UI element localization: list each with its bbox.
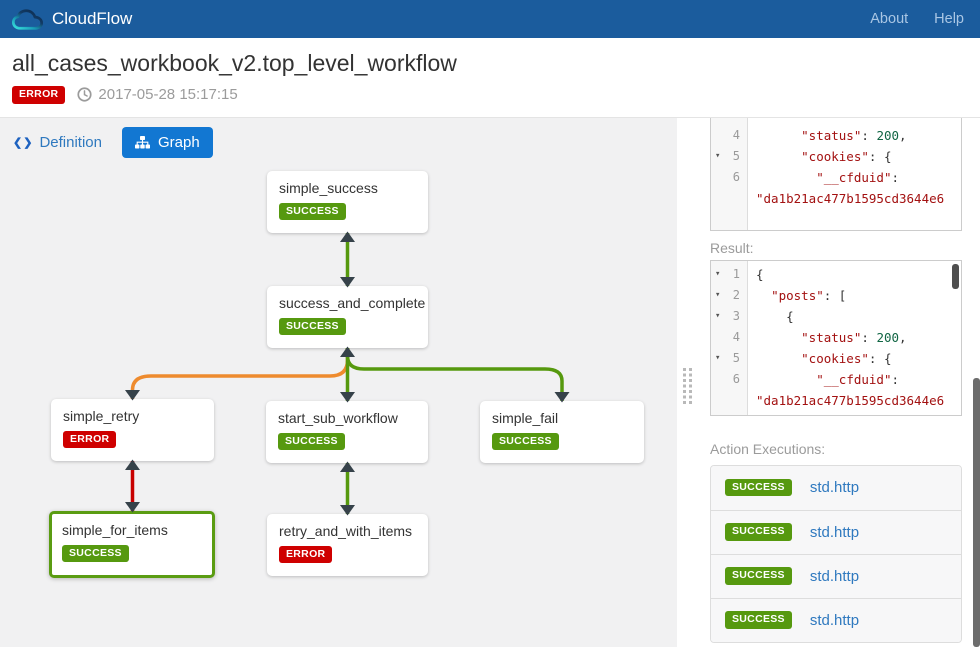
line-number: 6	[732, 371, 740, 386]
code-line: "status": 200,	[801, 127, 907, 143]
action-link[interactable]: std.http	[809, 611, 860, 629]
timestamp-text: 2017-05-28 15:17:15	[98, 86, 238, 104]
fold-arrow-icon[interactable]: ▾	[715, 352, 721, 363]
context-code-viewer[interactable]: 4 ▾5 6 "status": 200, "cookies": { "__cfdu…	[710, 117, 962, 231]
node-status-badge: SUCCESS	[279, 317, 346, 336]
action-status-badge: SUCCESS	[725, 567, 792, 585]
node-label: simple_success	[279, 179, 378, 196]
node-label: simple_for_items	[62, 521, 168, 538]
nav-help-link[interactable]: Help	[934, 11, 964, 27]
result-code-viewer[interactable]: ▾1▾2▾3 4 ▾5 6 { "posts": [ { "status": 200,…	[710, 259, 962, 416]
page-title: all_cases_workbook_v2.top_level_workflow	[12, 50, 457, 76]
code-content: "status": 200, "cookies": { "__cfduid": "…	[748, 118, 961, 230]
node-status-badge: SUCCESS	[278, 432, 345, 451]
code-line: "da1b21ac477b1595cd3644e6	[756, 392, 945, 408]
header-meta: ERROR 2017-05-28 15:17:15	[12, 86, 968, 104]
node-status-badge: SUCCESS	[492, 432, 559, 451]
node-label: start_sub_workflow	[278, 409, 398, 426]
top-navbar: CloudFlow About Help	[0, 0, 980, 38]
action-status-badge: SUCCESS	[725, 611, 792, 629]
code-scrollbar-thumb[interactable]	[952, 263, 959, 289]
code-line: "cookies": {	[801, 148, 892, 164]
line-number	[711, 390, 747, 411]
node-label: success_and_complete	[279, 294, 426, 311]
tab-definition-label: Definition	[39, 133, 102, 151]
result-label: Result:	[710, 239, 754, 256]
brand-label: CloudFlow	[52, 9, 133, 28]
tab-definition[interactable]: ❮❯ Definition	[13, 134, 102, 151]
tab-graph-label: Graph	[157, 133, 200, 151]
node-label: simple_retry	[63, 407, 140, 424]
line-number: 4	[732, 329, 740, 344]
node-status-badge: ERROR	[279, 545, 333, 564]
action-execution-row: SUCCESS std.http	[711, 465, 961, 510]
view-tabs: ❮❯ Definition Graph	[13, 126, 213, 158]
action-execution-row: SUCCESS std.http	[711, 553, 961, 598]
action-status-badge: SUCCESS	[725, 478, 792, 497]
action-status-badge: SUCCESS	[725, 523, 792, 541]
navbar-links: About Help	[870, 11, 964, 27]
action-link[interactable]: std.http	[809, 567, 860, 585]
line-number: 4	[732, 127, 740, 142]
page-scrollbar[interactable]	[973, 378, 980, 647]
tab-graph[interactable]: Graph	[121, 126, 213, 158]
code-content: { "posts": [ { "status": 200, "cookies":…	[748, 261, 961, 415]
line-number-gutter: 4 ▾5 6	[711, 117, 748, 230]
line-number: ▾5	[711, 146, 747, 167]
fold-arrow-icon[interactable]: ▾	[715, 310, 721, 321]
brand[interactable]: CloudFlow	[12, 8, 132, 31]
code-line: {	[756, 308, 794, 324]
action-execution-row: SUCCESS std.http	[711, 597, 961, 642]
workflow-status-badge: ERROR	[12, 86, 66, 104]
node-label: simple_fail	[492, 409, 559, 426]
fold-arrow-icon[interactable]: ▾	[715, 268, 721, 279]
clock-icon	[77, 87, 92, 102]
action-execution-row: SUCCESS std.http	[711, 509, 961, 554]
line-number-gutter: ▾1▾2▾3 4 ▾5 6	[711, 260, 748, 415]
code-line: "__cfduid":	[816, 169, 900, 185]
nav-about-link[interactable]: About	[870, 11, 909, 27]
action-link[interactable]: std.http	[809, 479, 860, 497]
code-line: {	[756, 266, 764, 282]
code-icon: ❮❯	[13, 136, 34, 149]
code-line: "__cfduid":	[816, 371, 900, 387]
node-status-badge: ERROR	[63, 430, 117, 449]
code-line: "status": 200,	[801, 329, 907, 345]
line-number: ▾2	[711, 285, 747, 306]
code-line: "cookies": {	[801, 350, 892, 366]
action-link[interactable]: std.http	[809, 523, 860, 541]
line-number: ▾3	[711, 306, 747, 327]
node-status-badge: SUCCESS	[279, 202, 346, 221]
line-number: 6	[732, 169, 740, 184]
action-executions-label: Action Executions:	[710, 440, 826, 457]
panel-resize-handle[interactable]	[683, 367, 693, 409]
code-line: "da1b21ac477b1595cd3644e6	[756, 190, 945, 206]
task-details-panel: 4 ▾5 6 "status": 200, "cookies": { "__cfdu…	[700, 117, 980, 647]
workflow-timestamp: 2017-05-28 15:17:15	[77, 86, 238, 104]
fold-arrow-icon[interactable]: ▾	[715, 289, 721, 300]
fold-arrow-icon[interactable]: ▾	[715, 150, 721, 161]
node-label: retry_and_with_items	[279, 522, 413, 539]
line-number: ▾5	[711, 348, 747, 369]
node-status-badge: SUCCESS	[62, 544, 129, 563]
code-line: "posts": [	[771, 287, 847, 303]
panel-splitter	[677, 117, 700, 647]
cloud-logo-icon	[12, 8, 43, 30]
line-number: ▾1	[711, 264, 747, 285]
page-header: all_cases_workbook_v2.top_level_workflow…	[0, 38, 980, 118]
line-number	[711, 188, 747, 209]
sitemap-icon	[134, 135, 150, 149]
